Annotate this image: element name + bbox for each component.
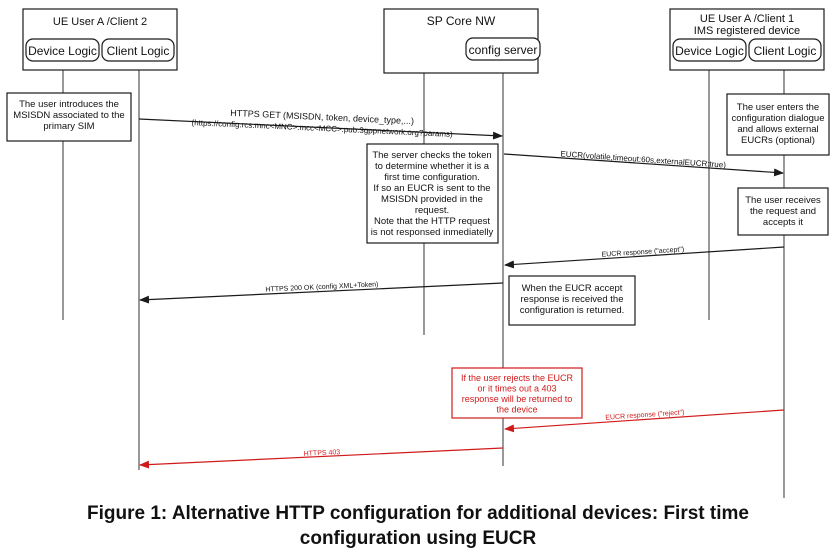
label-https-403: HTTPS 403 (303, 449, 340, 458)
note-line: to determine whether it is a (375, 161, 490, 172)
participant-core-title: SP Core NW (427, 14, 496, 28)
arrow-eucr (503, 153, 784, 177)
note-line: MSISDN provided in the (381, 194, 483, 205)
label-eucr-accept: EUCR response ("accept") (601, 246, 684, 258)
note-line: configuration is returned. (520, 305, 625, 316)
note-reject-box (451, 367, 583, 419)
note-line: The user introduces the (19, 99, 119, 110)
note-line: EUCRs (optional) (741, 135, 815, 146)
client1-client-logic-box (748, 38, 822, 62)
note-line: When the EUCR accept (522, 283, 623, 294)
note-enter-config-box (726, 93, 830, 156)
note-line: the device (496, 405, 537, 415)
participant-client1-subtitle: IMS registered device (694, 25, 800, 37)
client1-device-logic-label: Device Logic (675, 44, 744, 58)
client2-client-logic-label: Client Logic (107, 44, 170, 58)
participant-client2-title: UE User A /Client 2 (53, 16, 147, 28)
note-line: Note that the HTTP request (374, 216, 490, 227)
note-line: primary SIM (43, 121, 94, 132)
arrow-eucr-accept (504, 246, 785, 269)
arrow-https-get (138, 118, 503, 140)
participant-core: SP Core NW config server (383, 8, 541, 74)
client1-client-logic-label: Client Logic (754, 44, 817, 58)
note-line: or it times out a 403 (477, 384, 556, 394)
arrow-https-403 (139, 447, 504, 469)
sequence-diagram: UE User A /Client 2 Device Logic Client … (6, 8, 830, 498)
config-server-box (465, 37, 541, 61)
figure-caption-line1: Figure 1: Alternative HTTP configuration… (87, 503, 749, 524)
note-line: The user receives (745, 195, 821, 206)
label-eucr: EUCR(volatile,timeout:60s,externalEUCR:t… (560, 149, 726, 169)
note-line: response will be returned to (462, 394, 573, 404)
note-line: request. (415, 205, 449, 216)
note-accept-received-box (508, 275, 636, 326)
note-line: The user enters the (737, 102, 819, 113)
client1-device-logic-box (672, 38, 747, 62)
note-line: the request and (750, 206, 816, 217)
note-msisdn-box (6, 92, 132, 142)
note-line: configuration dialogue (732, 113, 825, 124)
arrow-https-200 (139, 282, 504, 304)
note-line: If so an EUCR is sent to the (373, 183, 490, 194)
figure-caption-line2: configuration using EUCR (299, 528, 537, 549)
note-line: If the user rejects the EUCR (461, 373, 574, 383)
client2-client-logic-box (101, 38, 175, 62)
client2-device-logic-box (25, 38, 100, 62)
note-line: The server checks the token (372, 150, 491, 161)
participant-client1: UE User A /Client 1 IMS registered devic… (669, 8, 825, 71)
arrow-eucr-reject (504, 409, 785, 433)
note-line: is not responsed inmediatelly (371, 227, 494, 238)
note-receives-box (737, 187, 829, 236)
note-line: and allows external (737, 124, 818, 135)
participant-client1-title: UE User A /Client 1 (700, 13, 794, 25)
note-line: response is received the (521, 294, 624, 305)
note-line: accepts it (763, 217, 803, 228)
config-server-label: config server (469, 43, 538, 57)
note-line: first time configuration. (384, 172, 480, 183)
participant-client2: UE User A /Client 2 Device Logic Client … (22, 8, 178, 71)
note-line: MSISDN associated to the (13, 110, 124, 121)
client2-device-logic-label: Device Logic (28, 44, 97, 58)
note-server-check-box (366, 143, 499, 244)
